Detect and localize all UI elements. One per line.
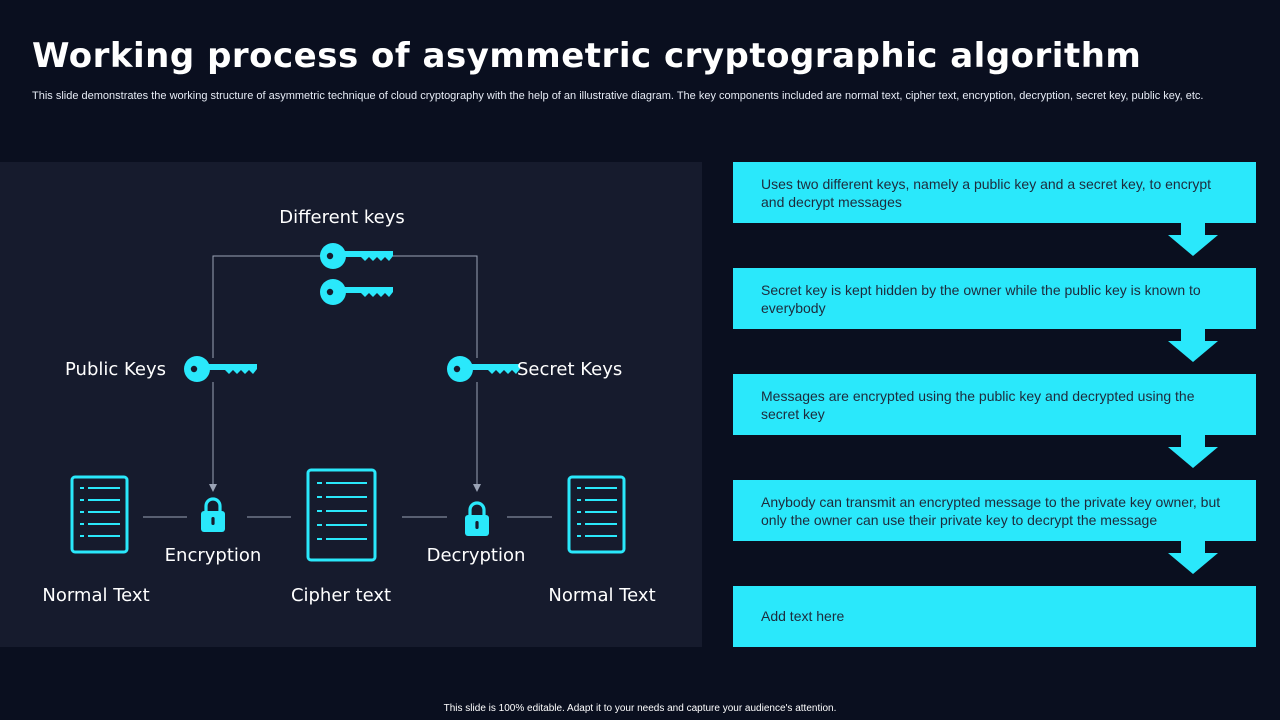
normal-text-label-right: Normal Text [548, 585, 656, 606]
encryption-label: Encryption [164, 545, 262, 566]
normal-text-document-icon-right [567, 475, 626, 554]
step-box-2: Secret key is kept hidden by the owner w… [733, 268, 1256, 329]
down-arrow-icon-3 [1168, 434, 1218, 468]
different-key-icon-1 [320, 243, 393, 269]
decryption-lock-icon [463, 501, 491, 538]
different-key-icon-2 [320, 279, 393, 305]
encryption-lock-icon [199, 497, 227, 534]
step-box-5[interactable]: Add text here [733, 586, 1256, 647]
down-arrow-icon-1 [1168, 222, 1218, 256]
page-title: Working process of asymmetric cryptograp… [32, 36, 1142, 76]
secret-keys-label: Secret Keys [517, 359, 623, 380]
down-arrow-icon-4 [1168, 540, 1218, 574]
different-keys-label: Different keys [279, 207, 405, 228]
line-different-to-public [212, 255, 332, 358]
cipher-text-label: Cipher text [290, 585, 392, 606]
diagram-panel: Different keys Public Keys Secret Keys E… [0, 162, 702, 647]
footer-note: This slide is 100% editable. Adapt it to… [443, 703, 837, 714]
down-arrow-icon-2 [1168, 328, 1218, 362]
diagram-graphics [70, 243, 626, 562]
public-key-icon [184, 356, 257, 382]
normal-text-document-icon-left [70, 475, 129, 554]
public-keys-label: Public Keys [65, 359, 167, 380]
step-box-1: Uses two different keys, namely a public… [733, 162, 1256, 223]
normal-text-label-left: Normal Text [42, 585, 150, 606]
secret-key-icon [447, 356, 520, 382]
page-subtitle: This slide demonstrates the working stru… [32, 90, 1204, 102]
cipher-text-document-icon [306, 468, 377, 562]
line-different-to-secret [380, 255, 478, 358]
step-box-4: Anybody can transmit an encrypted messag… [733, 480, 1256, 541]
step-box-3: Messages are encrypted using the public … [733, 374, 1256, 435]
decryption-label: Decryption [426, 545, 526, 566]
